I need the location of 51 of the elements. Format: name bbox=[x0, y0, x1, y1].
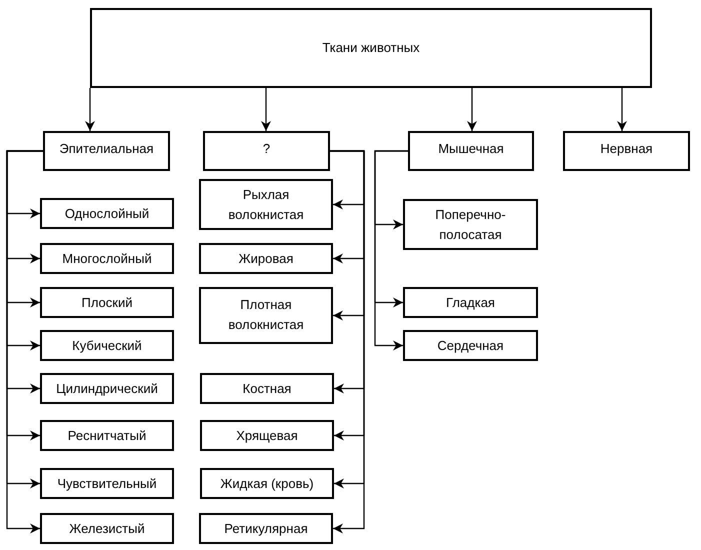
box-label: Плоский bbox=[81, 294, 133, 312]
category-box bbox=[40, 513, 174, 544]
box-label: Хрящевая bbox=[236, 426, 298, 445]
box-label: Кубический bbox=[72, 336, 142, 355]
category-box bbox=[40, 420, 174, 451]
box-label: Плотная волокнистая bbox=[227, 296, 305, 334]
category-box bbox=[199, 179, 333, 230]
category-box bbox=[90, 8, 652, 88]
category-box bbox=[199, 243, 333, 274]
category-box bbox=[199, 287, 333, 344]
box-label: Чувствительный bbox=[57, 474, 157, 493]
box-label: Жировая bbox=[238, 250, 294, 268]
box-label: Цилиндрический bbox=[56, 380, 158, 398]
category-box bbox=[43, 131, 170, 171]
connector-arrow bbox=[374, 150, 408, 350]
box-label: Поперечно-полосатая bbox=[434, 206, 507, 244]
category-box bbox=[200, 420, 334, 451]
category-box bbox=[408, 131, 534, 171]
category-box bbox=[203, 131, 330, 171]
category-box bbox=[403, 287, 538, 318]
box-label: Мышечная bbox=[438, 140, 504, 158]
category-box bbox=[40, 243, 174, 274]
category-box bbox=[200, 373, 334, 404]
box-label: Ткани животных bbox=[322, 39, 420, 57]
category-box bbox=[563, 131, 690, 171]
box-label: Ретикулярная bbox=[224, 520, 308, 538]
box-label: Сердечная bbox=[437, 336, 504, 355]
category-box bbox=[40, 198, 174, 229]
connector-arrow bbox=[467, 88, 477, 131]
box-label: Эпителиальная bbox=[59, 140, 154, 158]
box-label: Многослойный bbox=[62, 250, 152, 268]
box-label: Жидкая (кровь) bbox=[220, 474, 314, 493]
box-label: Однослойный bbox=[64, 204, 150, 223]
category-box bbox=[200, 468, 334, 499]
box-label: Реснитчатый bbox=[68, 426, 146, 444]
box-label: Рыхлая волокнистая bbox=[227, 186, 305, 224]
category-box bbox=[199, 513, 333, 544]
category-box bbox=[403, 330, 538, 361]
box-label: Железистый bbox=[69, 520, 145, 538]
box-label: Костная bbox=[242, 380, 292, 398]
category-box bbox=[40, 468, 174, 499]
box-label: Нервная bbox=[600, 140, 653, 158]
box-label: ? bbox=[262, 140, 270, 158]
connector-arrow bbox=[85, 88, 95, 131]
box-label: Гладкая bbox=[446, 294, 495, 312]
category-box bbox=[40, 373, 174, 404]
connector-arrow bbox=[617, 88, 627, 131]
category-box bbox=[40, 330, 174, 361]
category-box bbox=[40, 287, 174, 318]
connector-arrow bbox=[261, 88, 271, 131]
category-box bbox=[403, 199, 538, 250]
